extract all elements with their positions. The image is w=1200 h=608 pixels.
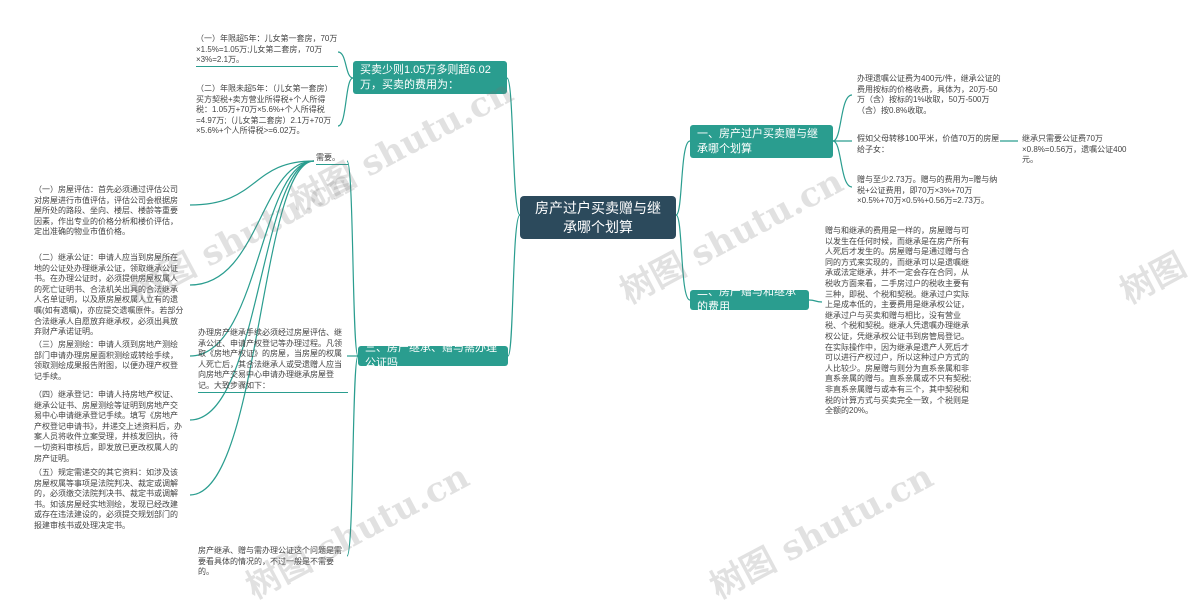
connector-b1-l3 <box>832 140 853 188</box>
connector-need-s3 <box>189 160 315 357</box>
step-5-other-documents: （五）规定需递交的其它资料：如涉及该房屋权属等事项是法院判决、裁定或调解的，必须… <box>34 468 178 530</box>
connector-root-b2 <box>675 214 691 301</box>
connector-b3-end <box>346 355 359 557</box>
branch-4-topic[interactable]: 买卖少则1.05万多则超6.02万，买卖的费用为： <box>353 61 507 94</box>
connector-need-s1 <box>189 160 315 206</box>
connector-need-s4 <box>189 160 315 421</box>
connector-need-s5 <box>189 160 315 496</box>
b1-leaf-notary-fee: 办理遗嘱公证费为400元/件，继承公证的费用按标的价格收费，具体为，20万-50… <box>857 74 1001 115</box>
connector-need-s2 <box>189 160 315 286</box>
b1-leaf-example: 假如父母转移100平米，价值70万的房屋给子女： <box>857 134 1000 154</box>
branch-2-topic[interactable]: 二、房产赠与和继承的费用 <box>690 286 809 313</box>
branch-3-topic[interactable]: 三、房产继承、赠与需办理公证吗 <box>358 342 508 369</box>
step-3-survey: （三）房屋测绘：申请人须到房地产测绘部门申请办理房屋面积测绘或转绘手续，领取测绘… <box>34 340 178 381</box>
step-2-notarization: （二）继承公证：申请人应当到房屋所在地的公证处办理继承公证，领取继承公证书。在办… <box>34 253 184 337</box>
connector-root-b1 <box>675 140 691 216</box>
b2-leaf-comparison: 赠与和继承的费用是一样的，房屋赠与可以发生在任何时候，而继承是在房产所有人死后才… <box>825 226 972 416</box>
connector-b2-l1 <box>808 299 823 303</box>
connector-b1-l1 <box>832 94 853 142</box>
b3-leaf-process: 办理房产继承手续必须经过房屋评估、继承公证、申请产权登记等办理过程。凡领取《房地… <box>198 328 348 393</box>
root-topic[interactable]: 房产过户买卖赠与继承哪个划算 <box>520 196 676 239</box>
connector-root-b4 <box>506 77 521 216</box>
connector-b3-need <box>346 160 359 357</box>
b1-leaf-gift-cost: 赠与至少2.73万。赠与的费用为=赠与纳税+公证费用，即70万×3%+70万×0… <box>857 175 998 206</box>
b3-leaf-need: 需要。 <box>316 153 348 165</box>
step-4-registration: （四）继承登记：申请人持房地产权证、继承公证书、房屋测绘等证明到房地产交易中心申… <box>34 390 182 463</box>
b3-leaf-conclusion: 房产继承、赠与需办理公证这个问题是需要看具体的情况的，不过一般是不需要的。 <box>198 546 342 577</box>
connector-b4-l1 <box>337 51 354 79</box>
connector-root-b3 <box>507 214 521 357</box>
branch-1-topic[interactable]: 一、房产过户买卖赠与继承哪个划算 <box>690 125 833 158</box>
b1-leaf-example-inherit: 继承只需要公证费70万×0.8%=0.56万，遗嘱公证400元。 <box>1022 134 1127 165</box>
step-1-appraisal: （一）房屋评估：首先必须通过评估公司对房屋进行市值评估，评估公司会根据房屋所处的… <box>34 185 178 237</box>
connector-b4-l2 <box>337 77 354 127</box>
b4-leaf-over-5-years: （一）年限超5年：儿女第一套房，70万×1.5%=1.05万;儿女第二套房，70… <box>196 34 338 67</box>
b4-leaf-under-5-years: （二）年限未超5年：（儿女第一套房）买方契税+卖方营业所得税+个人所得税：1.0… <box>196 84 333 136</box>
